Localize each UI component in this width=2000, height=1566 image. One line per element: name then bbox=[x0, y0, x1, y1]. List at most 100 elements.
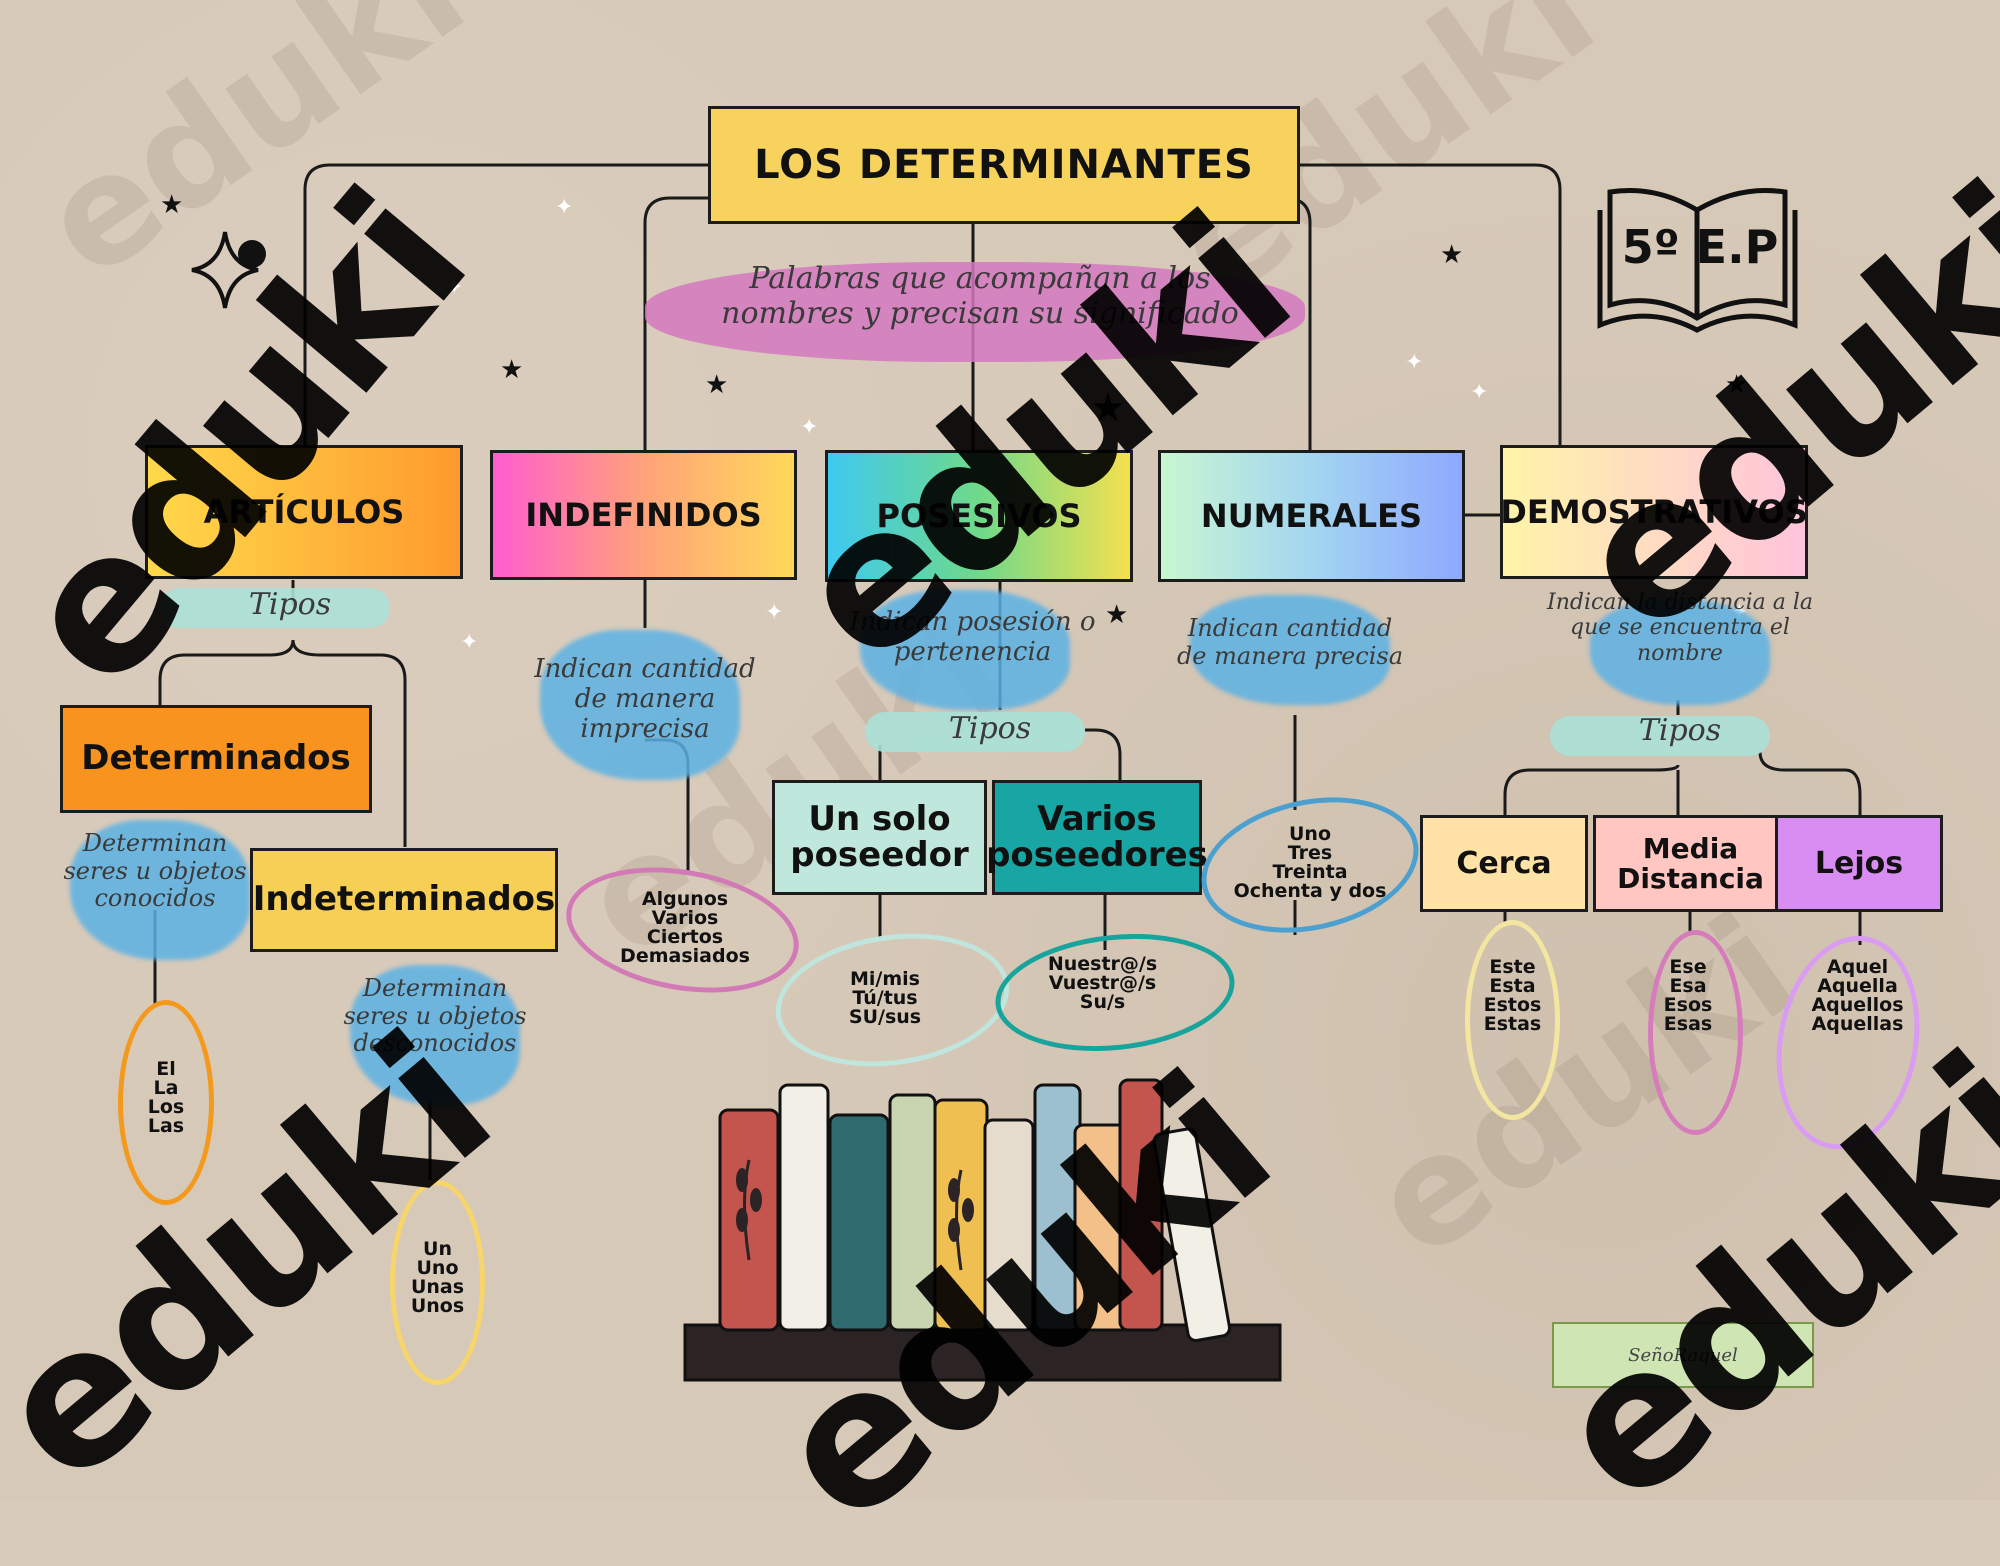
word: Esta bbox=[1489, 975, 1536, 997]
white-star-icon: ✦ bbox=[765, 600, 784, 625]
word: Ese bbox=[1669, 956, 1707, 978]
word: Estos bbox=[1483, 994, 1542, 1016]
word: Su/s bbox=[1079, 991, 1126, 1013]
demostrativos-note: Indican la distancia a la que se encuent… bbox=[1547, 590, 1813, 666]
white-star-icon: ✦ bbox=[800, 415, 819, 440]
definition-wash bbox=[645, 262, 1305, 362]
tipos-wash bbox=[865, 712, 1085, 752]
white-star-icon: ✦ bbox=[555, 195, 574, 220]
posesivos-un-solo-poseedor: Un solo poseedor bbox=[772, 780, 987, 895]
note-wash bbox=[860, 590, 1070, 710]
star-icon: ★ bbox=[500, 355, 524, 385]
varios-words: Nuestr@/s Vuestr@/s Su/s bbox=[1020, 955, 1185, 1012]
articulos-determinados: Determinados bbox=[60, 705, 372, 813]
note-wash bbox=[1190, 595, 1390, 705]
tipos-label: Tipos bbox=[248, 587, 332, 622]
word: Algunos bbox=[641, 888, 729, 910]
word: Las bbox=[147, 1115, 185, 1137]
word: Tres bbox=[1287, 842, 1333, 864]
word: Varios bbox=[651, 907, 719, 929]
category-articulos: ARTÍCULOS bbox=[145, 445, 463, 579]
articulos-indeterminados: Indeterminados bbox=[250, 848, 558, 952]
word: Estas bbox=[1483, 1013, 1542, 1035]
word: Treinta bbox=[1272, 861, 1348, 883]
posesivos-note: Indican posesión o pertenencia bbox=[849, 607, 1096, 667]
white-star-icon: ✦ bbox=[445, 275, 464, 300]
white-star-icon: ✦ bbox=[1470, 380, 1489, 405]
word: Vuestr@/s bbox=[1048, 972, 1157, 994]
indeterminados-note: Determinan seres u objetos desconocidos bbox=[343, 974, 527, 1058]
word: Uno bbox=[1288, 823, 1331, 845]
word: Esas bbox=[1663, 1013, 1713, 1035]
indeterminados-oval bbox=[390, 1180, 485, 1385]
bookshelf-illustration bbox=[683, 1078, 1282, 1382]
lejos-words: Aquel Aquella Aquellos Aquellas bbox=[1795, 958, 1920, 1034]
numerales-words: Uno Tres Treinta Ochenta y dos bbox=[1210, 825, 1410, 901]
word: Ochenta y dos bbox=[1233, 880, 1387, 902]
word: SU/sus bbox=[848, 1006, 922, 1028]
media-words: Ese Esa Esos Esas bbox=[1648, 958, 1728, 1034]
author-badge: SeñoRaquel bbox=[1552, 1322, 1814, 1388]
indefinidos-words: Algunos Varios Ciertos Demasiados bbox=[590, 890, 780, 966]
demostrativos-cerca: Cerca bbox=[1420, 815, 1588, 912]
numerales-note: Indican cantidad de manera precisa bbox=[1176, 614, 1404, 670]
page-title: LOS DETERMINANTES bbox=[708, 106, 1300, 224]
word: Un bbox=[423, 1238, 452, 1260]
star-icon: ★ bbox=[1440, 240, 1464, 270]
indefinidos-note: Indican cantidad de manera imprecisa bbox=[534, 654, 756, 744]
category-posesivos: POSESIVOS bbox=[825, 450, 1133, 582]
star-icon: ★ bbox=[705, 370, 729, 400]
indeterminados-words: Un Uno Unas Unos bbox=[390, 1240, 485, 1316]
definition-text: Palabras que acompañan a los nombres y p… bbox=[721, 261, 1239, 331]
star-icon: ★ bbox=[160, 190, 184, 220]
word: Aquella bbox=[1817, 975, 1898, 997]
word: Los bbox=[147, 1096, 185, 1118]
word: Nuestr@/s bbox=[1047, 953, 1158, 975]
cerca-oval bbox=[1465, 920, 1560, 1120]
note-wash bbox=[1590, 600, 1770, 705]
category-indefinidos: INDEFINIDOS bbox=[490, 450, 797, 580]
level-label: 5º E.P bbox=[1621, 220, 1779, 274]
note-wash bbox=[540, 630, 740, 780]
note-wash bbox=[70, 820, 250, 960]
word: Aquel bbox=[1826, 956, 1889, 978]
word: Tú/tus bbox=[852, 987, 918, 1009]
posesivos-varios-poseedores: Varios poseedores bbox=[986, 780, 1208, 895]
demostrativos-media-distancia: Media Distancia bbox=[1593, 815, 1788, 912]
word: Mi/mis bbox=[850, 968, 920, 990]
word: Unas bbox=[410, 1276, 465, 1298]
word: Este bbox=[1489, 956, 1536, 978]
word: Demasiados bbox=[620, 945, 750, 967]
word: Esa bbox=[1669, 975, 1707, 997]
category-demostrativos: DEMOSTRATIVOS bbox=[1500, 445, 1808, 579]
star-icon: ★ bbox=[1090, 385, 1126, 431]
determinados-words: El La Los Las bbox=[118, 1060, 214, 1136]
un-solo-words: Mi/mis Tú/tus SU/sus bbox=[800, 970, 970, 1027]
word: Ciertos bbox=[646, 926, 724, 948]
category-numerales: NUMERALES bbox=[1158, 450, 1465, 582]
note-wash bbox=[350, 965, 520, 1105]
dot-decoration bbox=[238, 240, 266, 268]
tipos-wash bbox=[1550, 716, 1770, 756]
white-star-icon: ✦ bbox=[1405, 350, 1424, 375]
determinados-oval bbox=[118, 1000, 214, 1205]
book-icon bbox=[1597, 187, 1798, 333]
word: La bbox=[153, 1077, 179, 1099]
white-star-icon: ✦ bbox=[460, 630, 479, 655]
word: El bbox=[156, 1058, 176, 1080]
word: Uno bbox=[416, 1257, 459, 1279]
star-icon: ★ bbox=[1105, 600, 1129, 630]
demostrativos-lejos: Lejos bbox=[1775, 815, 1943, 912]
tipos-label: Tipos bbox=[1638, 713, 1722, 748]
tipos-label: Tipos bbox=[948, 711, 1032, 746]
tipos-wash bbox=[160, 588, 390, 628]
cerca-words: Este Esta Estos Estas bbox=[1465, 958, 1560, 1034]
star-icon: ★ bbox=[1725, 370, 1749, 400]
word: Unos bbox=[410, 1295, 465, 1317]
determinados-note: Determinan seres u objetos conocidos bbox=[63, 829, 247, 913]
word: Esos bbox=[1663, 994, 1713, 1016]
word: Aquellos bbox=[1811, 994, 1904, 1016]
media-oval bbox=[1648, 930, 1743, 1135]
word: Aquellas bbox=[1811, 1013, 1904, 1035]
